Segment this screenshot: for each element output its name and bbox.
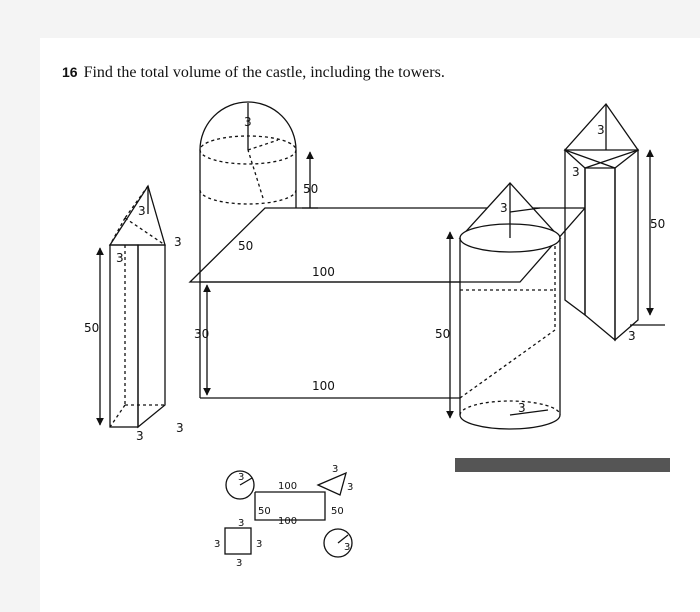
right-tower [563, 102, 665, 342]
plan-triangle-b-label: 3 [347, 482, 353, 493]
left-tower-side-label: 3 [174, 235, 182, 249]
plan-square-bottom-label: 3 [236, 558, 242, 569]
plan-side-left-label: 50 [258, 506, 271, 517]
wall-length-front-label: 100 [312, 379, 335, 393]
plan-bottom-length-label: 100 [278, 516, 297, 527]
dome-tower [199, 101, 318, 282]
wall-height-label: 30 [194, 327, 209, 341]
right-tower-roof-label: 3 [597, 123, 605, 137]
dome-connector-label: 50 [238, 239, 253, 253]
dome [199, 101, 297, 151]
plan-circle-top-left [225, 470, 255, 500]
right-cylinder-height-label: 50 [435, 327, 450, 341]
plan-circle-tl-label: 3 [238, 472, 244, 483]
plan-square-bottom-left [224, 527, 252, 555]
left-tower-base-b: 3 [176, 421, 184, 435]
left-tower [96, 184, 166, 429]
right-cylinder [446, 182, 562, 430]
worksheet-background [40, 38, 700, 612]
right-tower-side-label: 3 [572, 165, 580, 179]
wall-length-top-label: 100 [312, 265, 335, 279]
plan-side-right-label: 50 [331, 506, 344, 517]
problem-number: 16 [62, 64, 78, 80]
problem-statement: 16 Find the total volume of the castle, i… [62, 64, 445, 82]
left-tower-side-face [137, 244, 166, 429]
plan-top-length-label: 100 [278, 481, 297, 492]
scanned-noise-band [455, 458, 670, 472]
plan-triangle-a-label: 3 [332, 464, 338, 475]
wall-top-face [188, 207, 587, 283]
right-tower-height-label: 50 [650, 217, 665, 231]
plan-square-left-label: 3 [214, 539, 220, 550]
plan-square-right-label: 3 [256, 539, 262, 550]
dome-radius-label: 3 [244, 115, 252, 129]
plan-circle-bottom-right [323, 528, 353, 558]
problem-text: Find the total volume of the castle, inc… [83, 64, 445, 81]
plan-view [224, 470, 353, 558]
plan-square-top-label: 3 [238, 518, 244, 529]
right-cylinder-base [459, 414, 561, 430]
main-wall [188, 207, 587, 399]
plan-wall-rectangle [254, 491, 326, 521]
right-cylinder-radius-label: 3 [518, 401, 526, 415]
left-tower-roof-label: 3 [138, 204, 146, 218]
right-tower-front-face [584, 167, 616, 342]
plan-circle-br-label: 3 [344, 542, 350, 553]
left-tower-base-a: 3 [136, 429, 144, 443]
right-cylinder-top-label: 3 [500, 201, 508, 215]
dome-height-label: 50 [303, 182, 318, 196]
right-tower-pyramid-roof [563, 102, 640, 151]
left-tower-front-label: 3 [116, 251, 124, 265]
left-tower-front-face [109, 244, 139, 428]
right-tower-base-label: 3 [628, 329, 636, 343]
left-tower-height-label: 50 [84, 321, 99, 335]
plan-triangle-top-right [316, 471, 347, 496]
